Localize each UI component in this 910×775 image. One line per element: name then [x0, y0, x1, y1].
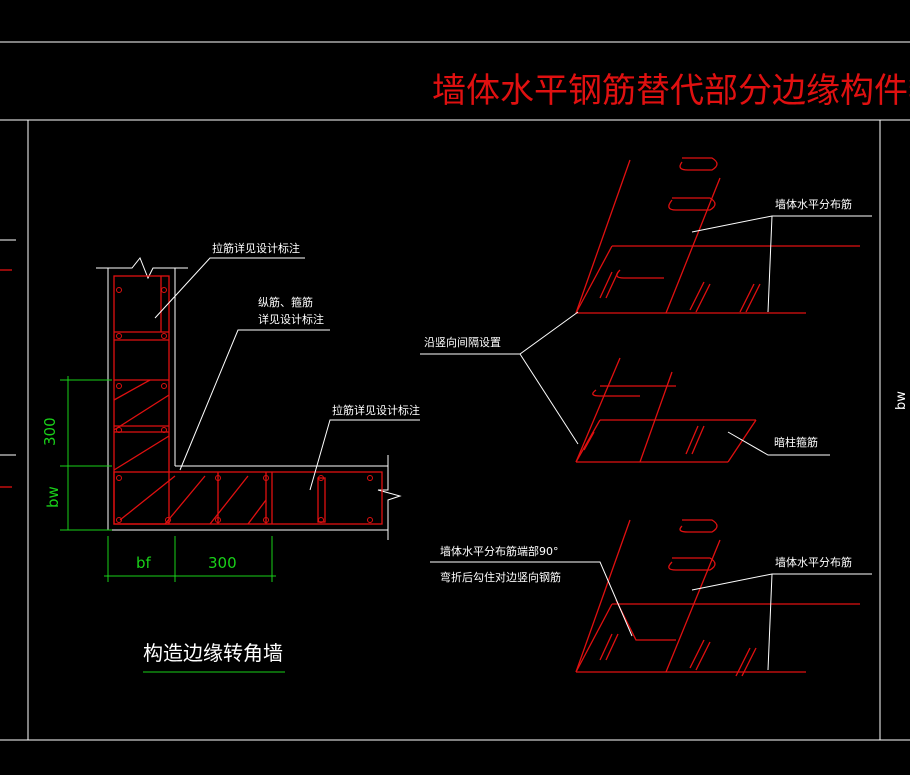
corner-wall-detail: 拉筋详见设计标注 纵筋、箍筋 详见设计标注 拉筋详见设计标注 300 bw bf… [41, 241, 420, 673]
note-rebar-line2: 详见设计标注 [258, 312, 324, 326]
label-horizontal-rebar-top: 墙体水平分布筋 [775, 197, 852, 211]
label-hidden-column-stirrup: 暗柱箍筋 [774, 435, 818, 449]
drawing-title: 墙体水平钢筋替代部分边缘构件箍筋 [432, 71, 910, 111]
dimension-lines [60, 376, 276, 582]
label-end-bend-line1: 墙体水平分布筋端部90° [440, 544, 559, 558]
rebar-isometric-detail: 墙体水平分布筋 沿竖向间隔设置 暗柱箍筋 墙体水平分布筋端部90° 弯折后勾住对… [420, 157, 872, 677]
rebar-middle-assembly [575, 357, 757, 463]
note-tie-right: 拉筋详见设计标注 [332, 403, 420, 417]
dim-bw-vertical: bw [44, 486, 62, 508]
note-rebar-line1: 纵筋、箍筋 [258, 295, 313, 309]
rebar-bottom-assembly [575, 519, 860, 677]
edge-member-rebar [113, 275, 383, 525]
label-horizontal-rebar-bottom: 墙体水平分布筋 [775, 555, 852, 569]
rebar-top-assembly [575, 157, 860, 314]
note-tie-top: 拉筋详见设计标注 [212, 241, 300, 255]
dim-bf-horizontal: bf [136, 554, 152, 572]
dim-300-vertical: 300 [41, 417, 59, 446]
drawing-frame [0, 41, 910, 741]
label-vertical-spacing: 沿竖向间隔设置 [424, 335, 501, 349]
dim-300-horizontal: 300 [208, 554, 237, 572]
label-end-bend-line2: 弯折后勾住对边竖向钢筋 [440, 570, 561, 584]
caption-corner-wall: 构造边缘转角墙 [143, 641, 283, 665]
side-label-bw: bw [894, 391, 909, 410]
